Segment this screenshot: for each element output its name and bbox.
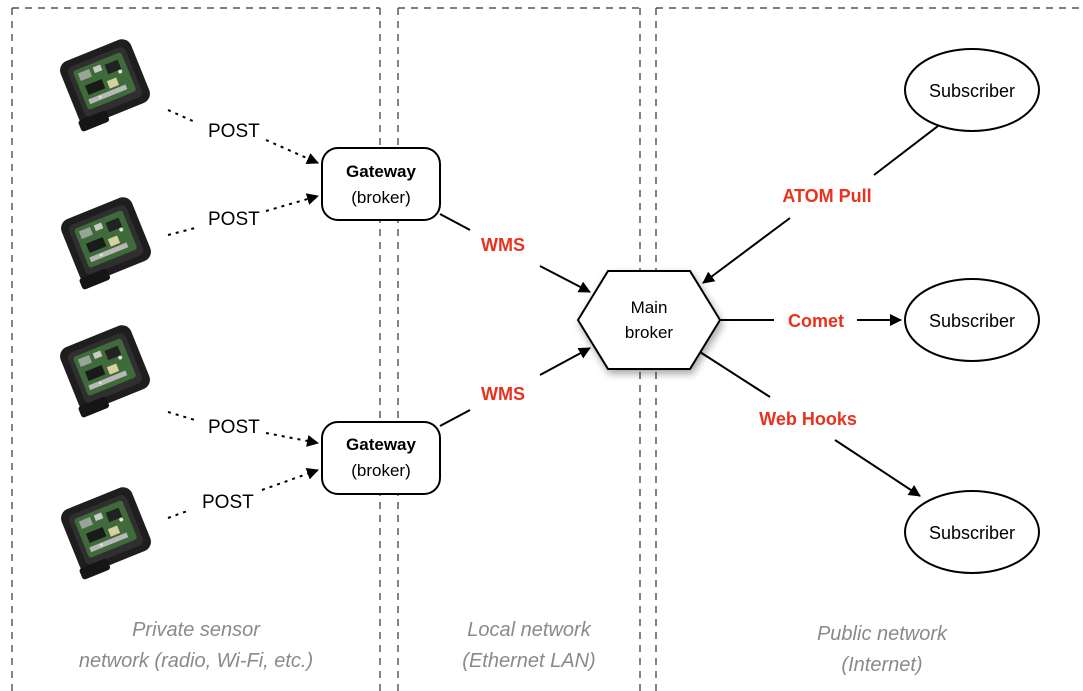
post-label-3: POST — [208, 417, 260, 438]
zone-private-line1: Private sensor — [132, 619, 261, 641]
gateway-node-top — [321, 147, 441, 221]
web-hooks-label: Web Hooks — [759, 409, 857, 429]
comet-label: Comet — [788, 311, 844, 331]
gateway-node-bottom — [321, 421, 441, 495]
subscriber-label-3: Subscriber — [929, 523, 1015, 543]
subscriber-node-2 — [904, 278, 1040, 362]
subscriber-node-1 — [904, 48, 1040, 132]
zone-local-line2: (Ethernet LAN) — [462, 650, 595, 672]
main-broker-node — [576, 270, 722, 370]
post-label-4: POST — [202, 492, 254, 513]
zone-public-line1: Public network — [817, 623, 948, 645]
atom-pull-label: ATOM Pull — [782, 186, 871, 206]
subscriber-label-1: Subscriber — [929, 81, 1015, 101]
post-label-2: POST — [208, 209, 260, 230]
zone-public-line2: (Internet) — [841, 654, 922, 676]
wms-connectors — [439, 213, 591, 427]
post-label-1: POST — [208, 121, 260, 142]
subscriber-node-3 — [904, 490, 1040, 574]
zone-local-line1: Local network — [467, 619, 591, 641]
main-broker-line1: Main — [631, 298, 668, 317]
main-broker-line2: broker — [625, 323, 674, 342]
sensor-device-1 — [57, 36, 153, 133]
subscriber-connectors — [699, 125, 939, 497]
wms-label-bottom: WMS — [481, 384, 525, 404]
gateway-top-subtitle: (broker) — [351, 188, 411, 207]
sensor-device-2 — [58, 194, 154, 291]
gateway-bottom-subtitle: (broker) — [351, 461, 411, 480]
sensor-device-3 — [57, 322, 153, 419]
gateway-top-title: Gateway — [346, 162, 416, 181]
wms-label-top: WMS — [481, 235, 525, 255]
gateway-bottom-title: Gateway — [346, 435, 416, 454]
sensor-device-4 — [58, 484, 154, 581]
post-connectors — [167, 109, 319, 519]
subscriber-label-2: Subscriber — [929, 311, 1015, 331]
zone-private-line2: network (radio, Wi-Fi, etc.) — [79, 650, 313, 672]
